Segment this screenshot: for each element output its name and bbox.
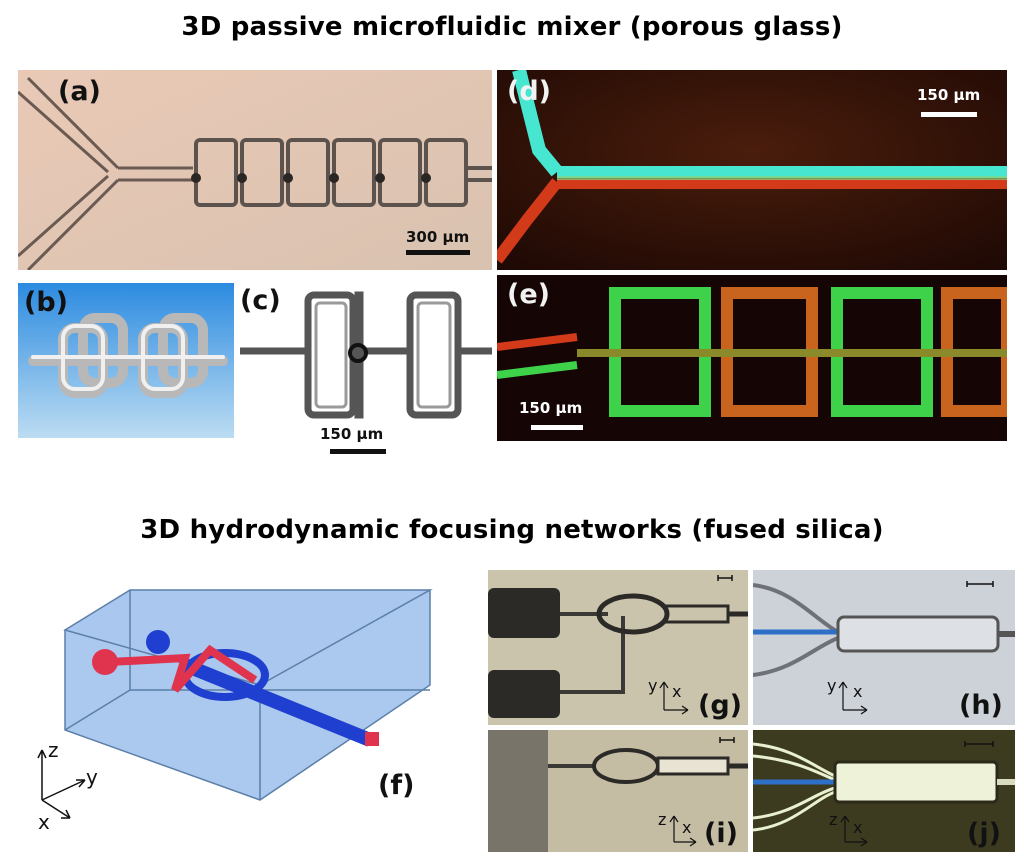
panel-i-x-label: x — [682, 818, 692, 837]
panel-e-fluorescence-mixer: (e) 150 µm — [497, 275, 1007, 441]
mixer-closeup-image — [240, 291, 492, 419]
panel-b-label: (b) — [24, 287, 69, 318]
panel-j-micrograph-side-zoom: z x (j) — [753, 730, 1015, 852]
panel-j-label: (j) — [967, 818, 1001, 849]
panel-d-scale-bar: 150 µm — [917, 86, 997, 126]
panel-f-x-label: x — [38, 810, 50, 834]
panel-e-label: (e) — [507, 279, 550, 310]
panel-a-mixer-micrograph: (a) 300 µm — [18, 70, 492, 270]
panel-g-y-label: y — [648, 676, 658, 695]
panel-j-x-label: x — [853, 818, 863, 837]
panel-f-label: (f) — [378, 770, 415, 801]
panel-g-image — [488, 570, 748, 725]
panel-h-x-label: x — [853, 682, 863, 701]
panel-c-label: (c) — [240, 285, 281, 316]
panel-h-image — [753, 570, 1015, 725]
panel-j-z-label: z — [829, 810, 838, 829]
panel-a-scale-bar: 300 µm — [406, 228, 476, 262]
panel-g-x-label: x — [672, 682, 682, 701]
panel-f-z-label: z — [48, 738, 59, 762]
panel-d-scale-text: 150 µm — [917, 86, 981, 104]
fluorescence-junction-image — [497, 70, 1007, 270]
panel-j-image — [753, 730, 1015, 852]
top-title: 3D passive microfluidic mixer (porous gl… — [181, 12, 843, 42]
panel-e-scale-line — [531, 425, 583, 430]
panel-c-scale-text: 150 µm — [320, 425, 384, 443]
panel-f-3d-focusing-model: (f) z y x — [10, 570, 486, 855]
panel-c-scale-bar: 150 µm — [320, 425, 400, 459]
panel-e-scale-bar: 150 µm — [519, 399, 599, 439]
focusing-model-image — [63, 589, 433, 801]
panel-d-label: (d) — [507, 76, 552, 107]
panel-f-axis-arrows — [37, 749, 86, 819]
panel-a-scale-line — [406, 250, 470, 255]
panel-i-label: (i) — [704, 818, 738, 849]
panel-i-image — [488, 730, 748, 852]
panel-c-mixer-closeup: (c) 150 µm — [240, 283, 492, 461]
panel-a-label: (a) — [58, 76, 101, 107]
panel-h-micrograph-top-zoom: y x (h) — [753, 570, 1015, 725]
panel-c-scale-line — [330, 449, 386, 454]
panel-h-label: (h) — [959, 690, 1003, 721]
panel-f-y-label: y — [86, 765, 98, 789]
panel-g-micrograph-top: y x (g) — [488, 570, 748, 725]
panel-e-scale-text: 150 µm — [519, 399, 583, 417]
panel-d-scale-line — [921, 112, 977, 117]
panel-b-3d-model: (b) — [18, 283, 234, 438]
mixer-3d-model-image — [18, 283, 234, 438]
fluorescence-mixer-image — [497, 275, 1007, 441]
panel-d-fluorescence-y-junction: (d) 150 µm — [497, 70, 1007, 270]
bottom-title: 3D hydrodynamic focusing networks (fused… — [140, 515, 884, 545]
panel-g-label: (g) — [698, 690, 743, 721]
panel-a-scale-text: 300 µm — [406, 228, 470, 246]
panel-h-y-label: y — [827, 676, 837, 695]
mixer-micrograph-image — [18, 70, 492, 270]
panel-i-z-label: z — [658, 810, 667, 829]
panel-i-micrograph-side: z x (i) — [488, 730, 748, 852]
